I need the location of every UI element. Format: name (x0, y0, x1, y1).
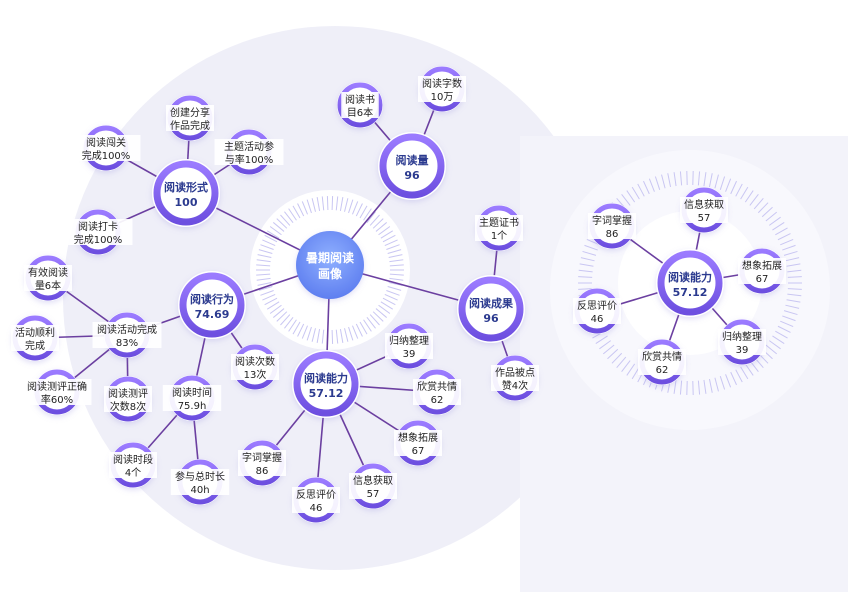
leaf-label-line2: 量6本 (35, 279, 61, 292)
leaf-label-line1: 想象拓展 (398, 431, 438, 444)
leaf-label-line2: 39 (736, 345, 749, 356)
hub-value: 57.12 (309, 387, 344, 400)
leaf-label-line1: 阅读书 (345, 93, 375, 106)
leaf-label-line1: 阅读次数 (235, 355, 275, 368)
leaf-label-line1: 信息获取 (684, 198, 724, 211)
leaf-label-line2: 39 (403, 349, 416, 360)
leaf-label-line1: 字词掌握 (592, 214, 632, 227)
leaf-label-line2: 作品完成 (170, 119, 210, 132)
leaf-label-line1: 归纳整理 (389, 334, 429, 347)
leaf-label-line1: 阅读测评正确 (27, 380, 87, 393)
hub-ability[interactable]: 阅读能力 57.12 (292, 350, 360, 418)
right-hub-ability[interactable]: 阅读能力 57.12 (656, 249, 724, 317)
leaf-label-line2: 率60% (41, 393, 73, 406)
leaf-label-line2: 完成100% (82, 149, 131, 162)
leaf-label-line1: 创建分享 (170, 106, 210, 119)
leaf-label-line2: 13次 (244, 368, 267, 381)
leaf-label-line1: 主题活动参 (224, 140, 274, 153)
hub-value: 100 (175, 196, 198, 209)
leaf-label-line2: 4个 (125, 467, 141, 479)
leaf-label-line1: 阅读字数 (422, 77, 462, 90)
leaf-label-line1: 字词掌握 (242, 451, 282, 464)
hub-title: 阅读行为 (190, 292, 234, 306)
hub-volume[interactable]: 阅读量 96 (378, 132, 446, 200)
leaf-label-line2: 67 (412, 446, 425, 457)
hub-title: 阅读形式 (164, 180, 208, 194)
leaf-label-line2: 10万 (431, 92, 454, 103)
leaf-label-line1: 反思评价 (577, 300, 617, 312)
leaf-label-line1: 活动顺利 (15, 327, 55, 339)
leaf-label-line1: 信息获取 (353, 474, 393, 487)
leaf-label-line1: 阅读测评 (108, 387, 148, 400)
hub-value: 74.69 (195, 308, 230, 321)
hub-value: 96 (483, 312, 499, 325)
leaf-label-line2: 赞4次 (502, 379, 528, 392)
leaf-label-line2: 67 (756, 274, 769, 285)
leaf-label-line1: 阅读时段 (113, 453, 153, 466)
leaf-label-line1: 归纳整理 (722, 330, 762, 343)
leaf-label-line2: 86 (606, 229, 619, 240)
hub-value: 57.12 (673, 286, 708, 299)
leaf-label-line2: 46 (310, 503, 323, 514)
leaf-label-line2: 40h (190, 485, 209, 496)
leaf-label-line1: 欣赏共情 (417, 380, 457, 393)
hub-form[interactable]: 阅读形式 100 (152, 159, 220, 227)
leaf-label-line2: 46 (591, 314, 604, 325)
leaf-label-line1: 阅读打卡 (78, 220, 118, 233)
leaf-label-line1: 阅读活动完成 (97, 323, 157, 336)
leaf-label-line2: 1个 (491, 230, 507, 242)
hub-value: 96 (404, 169, 420, 182)
leaf-label-line1: 主题证书 (479, 217, 519, 229)
leaf-label-line2: 完成100% (74, 233, 123, 246)
leaf-label-line1: 作品被点 (495, 366, 535, 379)
leaf-label-line2: 75.9h (178, 401, 207, 412)
leaf-label-line1: 有效阅读 (28, 266, 68, 279)
center-disc (296, 231, 364, 299)
leaf-label-line2: 83% (116, 338, 138, 349)
leaf-label-line1: 想象拓展 (742, 259, 782, 272)
leaf-label-line2: 与率100% (225, 153, 274, 166)
leaf-label-line2: 完成 (25, 339, 45, 352)
leaf-label-line1: 阅读闯关 (86, 136, 126, 149)
leaf-label-line2: 次数8次 (110, 400, 146, 413)
leaf-label-line2: 62 (656, 365, 669, 376)
leaf-label-line1: 参与总时长 (175, 470, 225, 483)
leaf-label-line2: 57 (698, 213, 711, 224)
leaf-label-line2: 目6本 (347, 106, 373, 119)
hub-title: 阅读成果 (469, 296, 513, 310)
leaf-label-line2: 62 (431, 395, 444, 406)
leaf-label-line1: 反思评价 (296, 489, 336, 501)
leaf-label-line1: 欣赏共情 (642, 350, 682, 363)
hub-title: 阅读能力 (304, 371, 348, 385)
leaf-label-line2: 57 (367, 489, 380, 500)
leaf-label-line1: 阅读时间 (172, 386, 212, 399)
center-label-line1: 暑期阅读 (306, 250, 354, 265)
hub-title: 阅读能力 (668, 270, 712, 284)
hub-behavior[interactable]: 阅读行为 74.69 (178, 271, 246, 339)
center-label-line2: 画像 (318, 266, 343, 281)
hub-title: 阅读量 (396, 153, 429, 167)
hub-result[interactable]: 阅读成果 96 (457, 275, 525, 343)
leaf-label-line2: 86 (256, 466, 269, 477)
